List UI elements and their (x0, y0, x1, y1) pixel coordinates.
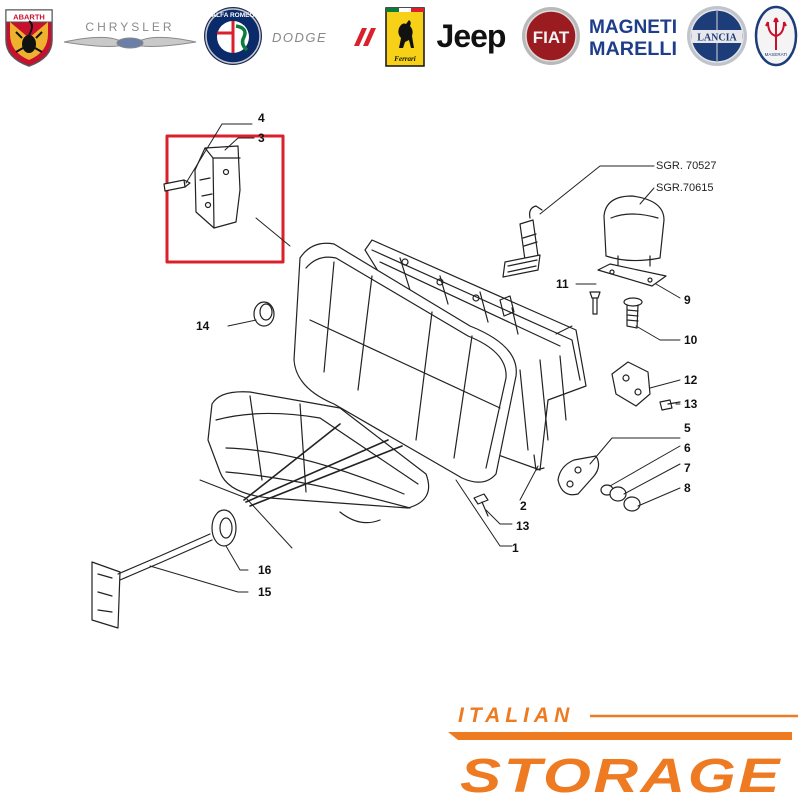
part-cap-8 (623, 496, 641, 512)
prancing-horse-icon: Ferrari (385, 7, 425, 67)
dodge-logo: DODGE (270, 4, 376, 68)
part-clip-14 (253, 301, 275, 327)
fiat-wordmark: FIAT (533, 28, 570, 47)
sgr-label-headrest-rod: SGR. 70527 (656, 160, 717, 172)
ferrari-wordmark: Ferrari (394, 55, 415, 63)
cross-and-serpent-icon: ALFA ROMEO (204, 7, 262, 65)
magneti-wordmark: MAGNETI (589, 17, 677, 38)
part-pin-4 (163, 179, 191, 192)
marelli-wordmark: MARELLI (589, 39, 677, 60)
callout-11: 11 (556, 277, 569, 291)
callout-7: 7 (684, 461, 691, 475)
italian-wordmark: ITALIAN (458, 704, 574, 727)
callout-8: 8 (684, 481, 691, 495)
trident-icon: MASERATI (754, 5, 798, 67)
tie-strap-lower (199, 479, 293, 549)
part-bolt-10 (623, 297, 643, 329)
jeep-logo: Jeep (428, 4, 514, 68)
callout-6: 6 (684, 441, 691, 455)
part-cushion (207, 391, 430, 524)
dodge-wordmark: DODGE (272, 30, 327, 45)
callout-16: 16 (258, 563, 272, 577)
part-screw-13-upper (659, 399, 681, 411)
flag-shield-icon: LANCIA (687, 6, 747, 66)
callout-12: 12 (684, 373, 698, 387)
callout-1: 1 (512, 541, 519, 555)
callout-3: 3 (258, 131, 265, 145)
alfa-romeo-logo: ALFA ROMEO (202, 4, 264, 68)
maserati-wordmark: MASERATI (765, 52, 788, 57)
callout-13-upper: 13 (684, 397, 698, 411)
fiat-logo: FIAT (520, 4, 582, 68)
winged-badge-icon: CHRYSLER (63, 20, 197, 49)
part-headrest-rod (502, 205, 543, 278)
abarth-logo: ABARTH (2, 4, 56, 68)
storage-wordmark: STORAGE (460, 750, 782, 800)
part-plate-9 (597, 263, 667, 287)
ferrari-logo: Ferrari (384, 4, 426, 68)
diagram-canvas: SGR. 70527 SGR.70615 1 2 3 4 5 6 7 8 9 1… (91, 111, 717, 629)
tie-straps (243, 423, 403, 507)
part-backrest-1 (293, 242, 517, 483)
callout-10: 10 (684, 333, 698, 347)
callout-14: 14 (196, 319, 210, 333)
lancia-wordmark: LANCIA (697, 33, 737, 44)
part-bracket-3 (194, 145, 241, 229)
part-disc-16 (211, 509, 237, 547)
callout-2: 2 (520, 499, 527, 513)
part-lever-5 (557, 455, 600, 496)
sgr-label-headrest: SGR.70615 (656, 182, 713, 194)
double-stripe-icon: DODGE (272, 28, 376, 46)
callout-13-lower: 13 (516, 519, 530, 533)
abarth-wordmark: ABARTH (13, 13, 45, 22)
part-strap-15 (91, 533, 213, 629)
callout-5: 5 (684, 421, 691, 435)
callout-15: 15 (258, 585, 272, 599)
highlight-box (165, 134, 285, 264)
italian-storage-logo: ITALIAN STORAGE (440, 694, 800, 803)
scorpion-shield-icon: ABARTH (5, 9, 53, 67)
jeep-wordmark: Jeep (436, 17, 507, 54)
lancia-logo: LANCIA (684, 4, 750, 68)
part-screw-11 (589, 291, 601, 315)
leader-lines (149, 123, 681, 593)
alfa-romeo-wordmark: ALFA ROMEO (211, 12, 254, 19)
part-bushing-7 (609, 486, 627, 502)
chrysler-logo: CHRYSLER (62, 4, 198, 68)
chrysler-wordmark: CHRYSLER (85, 20, 174, 34)
part-screw-13-lower (473, 493, 489, 517)
part-headrest (603, 195, 665, 267)
callout-4: 4 (258, 111, 265, 125)
callout-9: 9 (684, 293, 691, 307)
maserati-logo: MASERATI (754, 4, 798, 68)
seat-exploded-diagram: SGR. 70527 SGR.70615 1 2 3 4 5 6 7 8 9 1… (0, 80, 800, 640)
magneti-marelli-logo: MAGNETI MARELLI (586, 4, 680, 68)
brand-logo-strip: ABARTH CHRYSLER ALFA ROMEO DODGE (0, 0, 800, 72)
part-hinge-12 (611, 361, 651, 407)
